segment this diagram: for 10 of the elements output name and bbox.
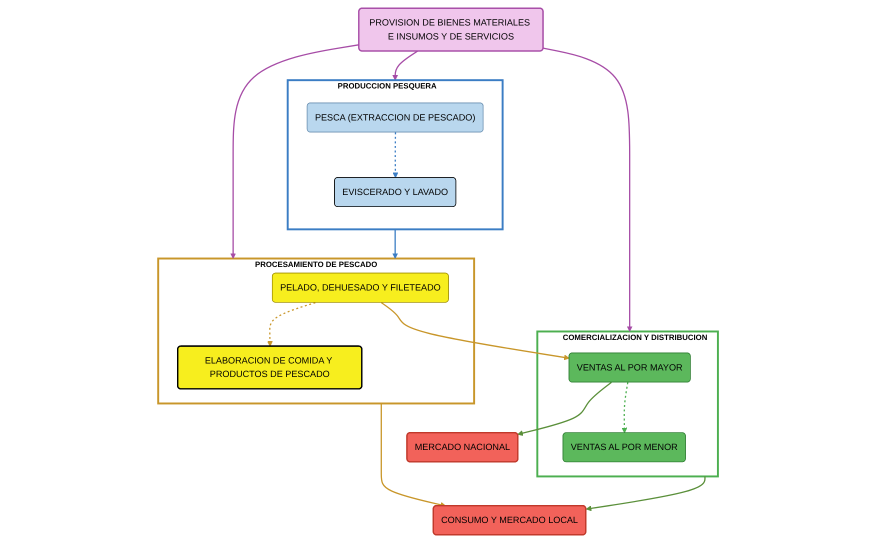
arrow: [392, 50, 418, 80]
arrow: [622, 382, 628, 434]
arrow: [380, 302, 570, 360]
arrow: [542, 48, 632, 332]
arrow: [392, 229, 398, 259]
arrow: [517, 382, 612, 436]
arrow: [392, 132, 398, 178]
arrow: [230, 44, 359, 259]
arrow: [586, 476, 706, 512]
arrow: [267, 302, 316, 347]
